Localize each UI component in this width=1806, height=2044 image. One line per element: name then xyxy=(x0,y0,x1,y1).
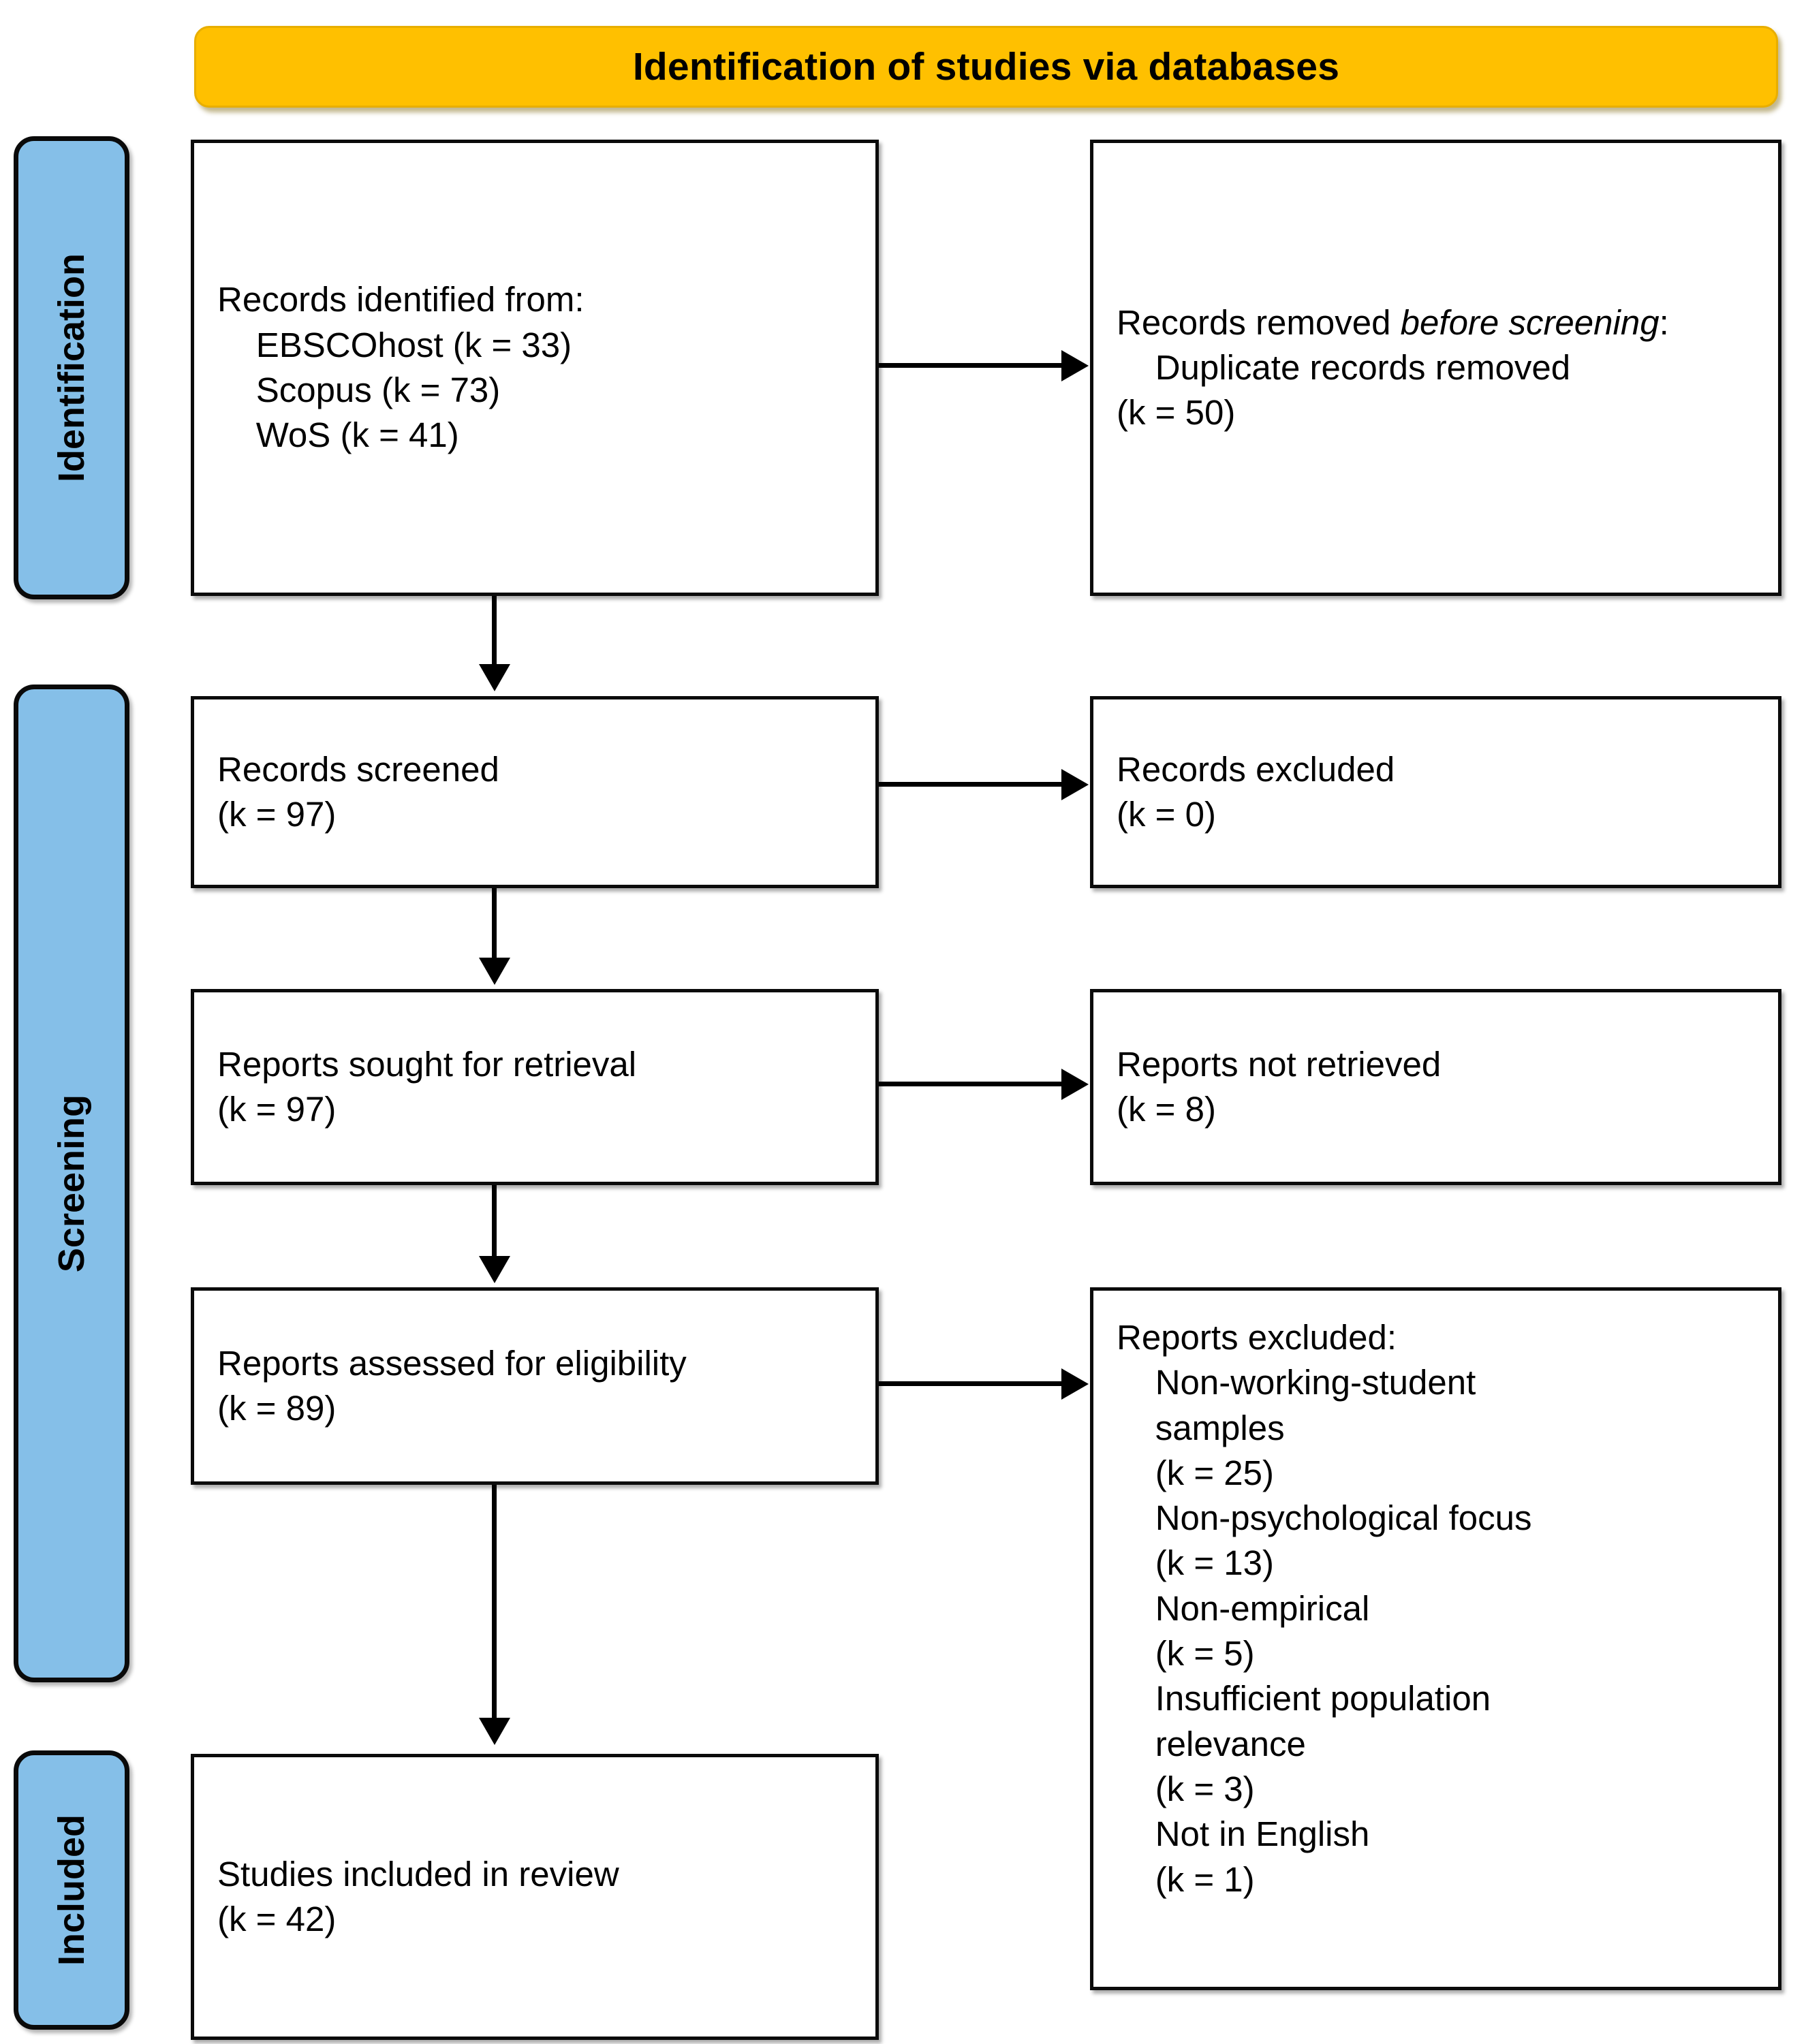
stage-label-screening: Screening xyxy=(14,685,129,1682)
arrowhead-assessed-to-included xyxy=(479,1718,510,1745)
node-reports-assessed: Reports assessed for eligibility (k = 89… xyxy=(191,1287,879,1485)
connector-assessed-to-included xyxy=(492,1485,497,1723)
banner-label: Identification of studies via databases xyxy=(632,45,1340,89)
node-reports-sought: Reports sought for retrieval (k = 97) xyxy=(191,989,879,1185)
connector-identified-to-removed xyxy=(879,363,1066,368)
node-reports-excluded: Reports excluded: Non-working-student sa… xyxy=(1090,1287,1781,1990)
node-records-removed-text: Records removed before screening: Duplic… xyxy=(1117,302,1669,433)
node-records-identified-text: Records identified from: EBSCOhost (k = … xyxy=(217,280,585,455)
arrowhead-screened-to-sought xyxy=(479,958,510,985)
node-reports-assessed-text: Reports assessed for eligibility (k = 89… xyxy=(217,1343,687,1428)
diagram-banner-title: Identification of studies via databases xyxy=(194,26,1778,108)
stage-label-identification-text: Identification xyxy=(51,253,92,482)
stage-label-included-text: Included xyxy=(51,1814,92,1966)
connector-identified-to-screened xyxy=(492,596,497,670)
arrowhead-identified-to-screened xyxy=(479,664,510,691)
node-records-excluded-text: Records excluded (k = 0) xyxy=(1117,749,1395,834)
connector-sought-to-assessed xyxy=(492,1185,497,1261)
node-records-removed-rest: Duplicate records removed (k = 50) xyxy=(1117,347,1571,433)
node-records-excluded: Records excluded (k = 0) xyxy=(1090,696,1781,888)
arrowhead-screened-to-excluded xyxy=(1061,769,1089,800)
node-records-screened: Records screened (k = 97) xyxy=(191,696,879,888)
stage-label-screening-text: Screening xyxy=(51,1094,92,1273)
arrowhead-sought-to-not-retrieved xyxy=(1061,1069,1089,1100)
node-records-removed-italic: before screening xyxy=(1400,302,1660,342)
stage-label-identification: Identification xyxy=(14,136,129,599)
stage-label-included: Included xyxy=(14,1750,129,2030)
node-records-identified: Records identified from: EBSCOhost (k = … xyxy=(191,140,879,596)
arrowhead-identified-to-removed xyxy=(1061,350,1089,381)
connector-screened-to-sought xyxy=(492,888,497,963)
connector-sought-to-not-retrieved xyxy=(879,1082,1066,1086)
node-reports-excluded-text: Reports excluded: Non-working-student sa… xyxy=(1117,1318,1532,1899)
node-studies-included: Studies included in review (k = 42) xyxy=(191,1754,879,2040)
connector-screened-to-excluded xyxy=(879,782,1066,787)
node-reports-not-retrieved: Reports not retrieved (k = 8) xyxy=(1090,989,1781,1185)
node-records-removed: Records removed before screening: Duplic… xyxy=(1090,140,1781,596)
arrowhead-assessed-to-excluded xyxy=(1061,1368,1089,1400)
node-studies-included-text: Studies included in review (k = 42) xyxy=(217,1854,619,1938)
node-reports-sought-text: Reports sought for retrieval (k = 97) xyxy=(217,1044,637,1129)
arrowhead-sought-to-assessed xyxy=(479,1256,510,1283)
node-reports-not-retrieved-text: Reports not retrieved (k = 8) xyxy=(1117,1044,1442,1129)
connector-assessed-to-excluded xyxy=(879,1381,1066,1386)
node-records-screened-text: Records screened (k = 97) xyxy=(217,749,499,834)
